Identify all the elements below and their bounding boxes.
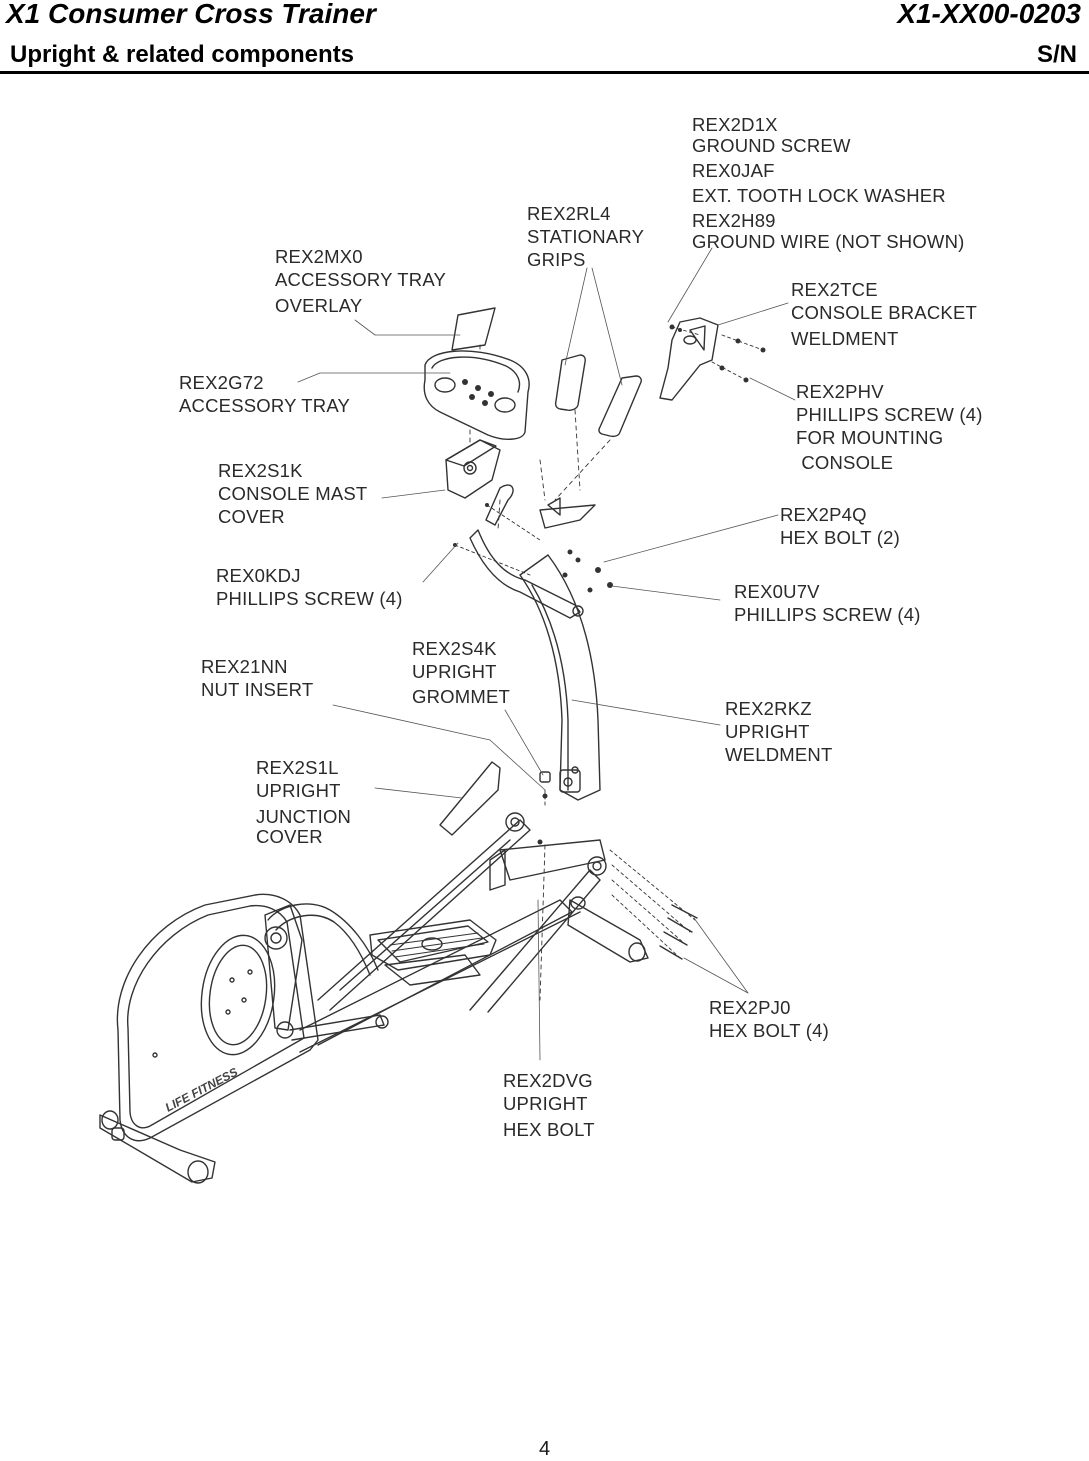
callout-junction-cover: REX2S1L UPRIGHT JUNCTION COVER: [256, 756, 351, 848]
callout-line: ACCESSORY TRAY: [275, 269, 447, 290]
callout-hex-bolt-2: REX2P4Q HEX BOLT (2): [780, 503, 900, 549]
callout-line: REX0KDJ: [216, 565, 301, 586]
callout-line: WELDMENT: [791, 328, 899, 349]
callout-line: CONSOLE: [796, 452, 894, 473]
screws: [453, 324, 766, 845]
callout-upright-weldment: REX2RKZ UPRIGHT WELDMENT: [725, 697, 832, 766]
callout-console-mast-cover: REX2S1K CONSOLE MAST COVER: [218, 459, 367, 528]
callout-line: GROUND SCREW: [692, 135, 851, 156]
callout-line: REX2G72: [179, 372, 264, 393]
callout-line: UPRIGHT: [725, 721, 810, 742]
callout-line: REX21NN: [201, 656, 288, 677]
callout-line: UPRIGHT: [503, 1093, 588, 1114]
upright-weldment: [469, 484, 601, 801]
callout-line: REX0U7V: [734, 581, 820, 602]
page-number: 4: [538, 1438, 551, 1460]
callout-line: REX2S1L: [256, 757, 339, 778]
callout-hex-bolt-4: REX2PJ0 HEX BOLT (4): [709, 996, 829, 1042]
callout-ground-screw: REX2D1X GROUND SCREW REX0JAF EXT. TOOTH …: [692, 113, 965, 253]
leader-lines: [297, 247, 796, 1061]
callout-phillips-console: REX2PHV PHILLIPS SCREW (4) FOR MOUNTING …: [796, 380, 983, 474]
callout-line: REX2RL4: [527, 203, 611, 224]
callout-line: JUNCTION: [256, 806, 352, 827]
section-subtitle: Upright & related components: [10, 41, 355, 68]
serial-number-label: S/N: [1036, 41, 1077, 68]
callout-line: REX2MX0: [275, 246, 363, 267]
screw-axes: [454, 326, 764, 959]
callout-line: REX0JAF: [692, 160, 775, 181]
callout-line: HEX BOLT: [503, 1119, 595, 1140]
callout-line: STATIONARY: [527, 226, 645, 247]
callout-upright-grommet: REX2S4K UPRIGHT GROMMET: [412, 637, 510, 708]
callout-line: CONSOLE MAST: [218, 483, 368, 504]
callout-console-bracket: REX2TCE CONSOLE BRACKET WELDMENT: [791, 278, 977, 350]
callout-line: PHILLIPS SCREW (4): [734, 604, 921, 625]
callout-upright-hex-bolt: REX2DVG UPRIGHT HEX BOLT: [503, 1069, 595, 1141]
callout-line: GROUND WIRE (NOT SHOWN): [692, 231, 965, 252]
callout-line: REX2S4K: [412, 638, 497, 659]
callout-line: UPRIGHT: [412, 661, 497, 682]
callout-accessory-tray: REX2G72 ACCESSORY TRAY: [179, 371, 350, 417]
callout-line: EXT. TOOTH LOCK WASHER: [692, 185, 946, 206]
upright-grommet: [539, 771, 551, 783]
callout-line: GROMMET: [412, 686, 511, 707]
callout-line: REX2H89: [692, 210, 776, 231]
accessory-tray-overlay: [451, 307, 496, 351]
callout-line: REX2PJ0: [709, 997, 791, 1018]
callout-line: PHILLIPS SCREW (4): [216, 588, 403, 609]
callout-phillips-kdj: REX0KDJ PHILLIPS SCREW (4): [216, 564, 403, 610]
brand-logo: LIFE FITNESS: [163, 1065, 240, 1115]
callout-line: CONSOLE BRACKET: [791, 302, 977, 323]
stationary-grips: [554, 354, 642, 438]
callout-phillips-u7v: REX0U7V PHILLIPS SCREW (4): [734, 580, 921, 626]
callout-line: FOR MOUNTING: [796, 427, 944, 448]
callout-line: NUT INSERT: [201, 679, 314, 700]
assembly-lines: [469, 344, 611, 1001]
callout-line: COVER: [256, 826, 323, 847]
callout-line: GRIPS: [527, 249, 586, 270]
callout-line: REX2P4Q: [780, 504, 867, 525]
callout-nut-insert: REX21NN NUT INSERT: [201, 655, 313, 701]
callout-line: REX2DVG: [503, 1070, 593, 1091]
callout-line: HEX BOLT (4): [709, 1020, 829, 1041]
callout-line: REX2S1K: [218, 460, 303, 481]
callout-accessory-tray-overlay: REX2MX0 ACCESSORY TRAY OVERLAY: [275, 245, 446, 317]
callout-line: UPRIGHT: [256, 780, 341, 801]
accessory-tray: [423, 350, 530, 440]
callout-line: WELDMENT: [725, 744, 833, 765]
callout-line: REX2D1X: [692, 114, 778, 135]
callout-line: REX2RKZ: [725, 698, 812, 719]
console-mast-cover: [445, 439, 501, 499]
front-hex-bolts: [659, 904, 698, 960]
callout-line: REX2TCE: [791, 279, 878, 300]
upright-junction-cover: [439, 761, 501, 836]
callout-line: ACCESSORY TRAY: [179, 395, 351, 416]
callout-line: REX2PHV: [796, 381, 884, 402]
header-rule: [0, 71, 1089, 74]
document-title: X1 Consumer Cross Trainer: [6, 0, 376, 29]
callout-line: PHILLIPS SCREW (4): [796, 404, 983, 425]
callout-stationary-grips: REX2RL4 STATIONARY GRIPS: [527, 202, 644, 271]
callout-line: OVERLAY: [275, 295, 363, 316]
part-number: X1-XX00-0203: [897, 0, 1081, 29]
console-bracket: [659, 317, 719, 401]
callout-line: HEX BOLT (2): [780, 527, 900, 548]
callout-line: COVER: [218, 506, 285, 527]
